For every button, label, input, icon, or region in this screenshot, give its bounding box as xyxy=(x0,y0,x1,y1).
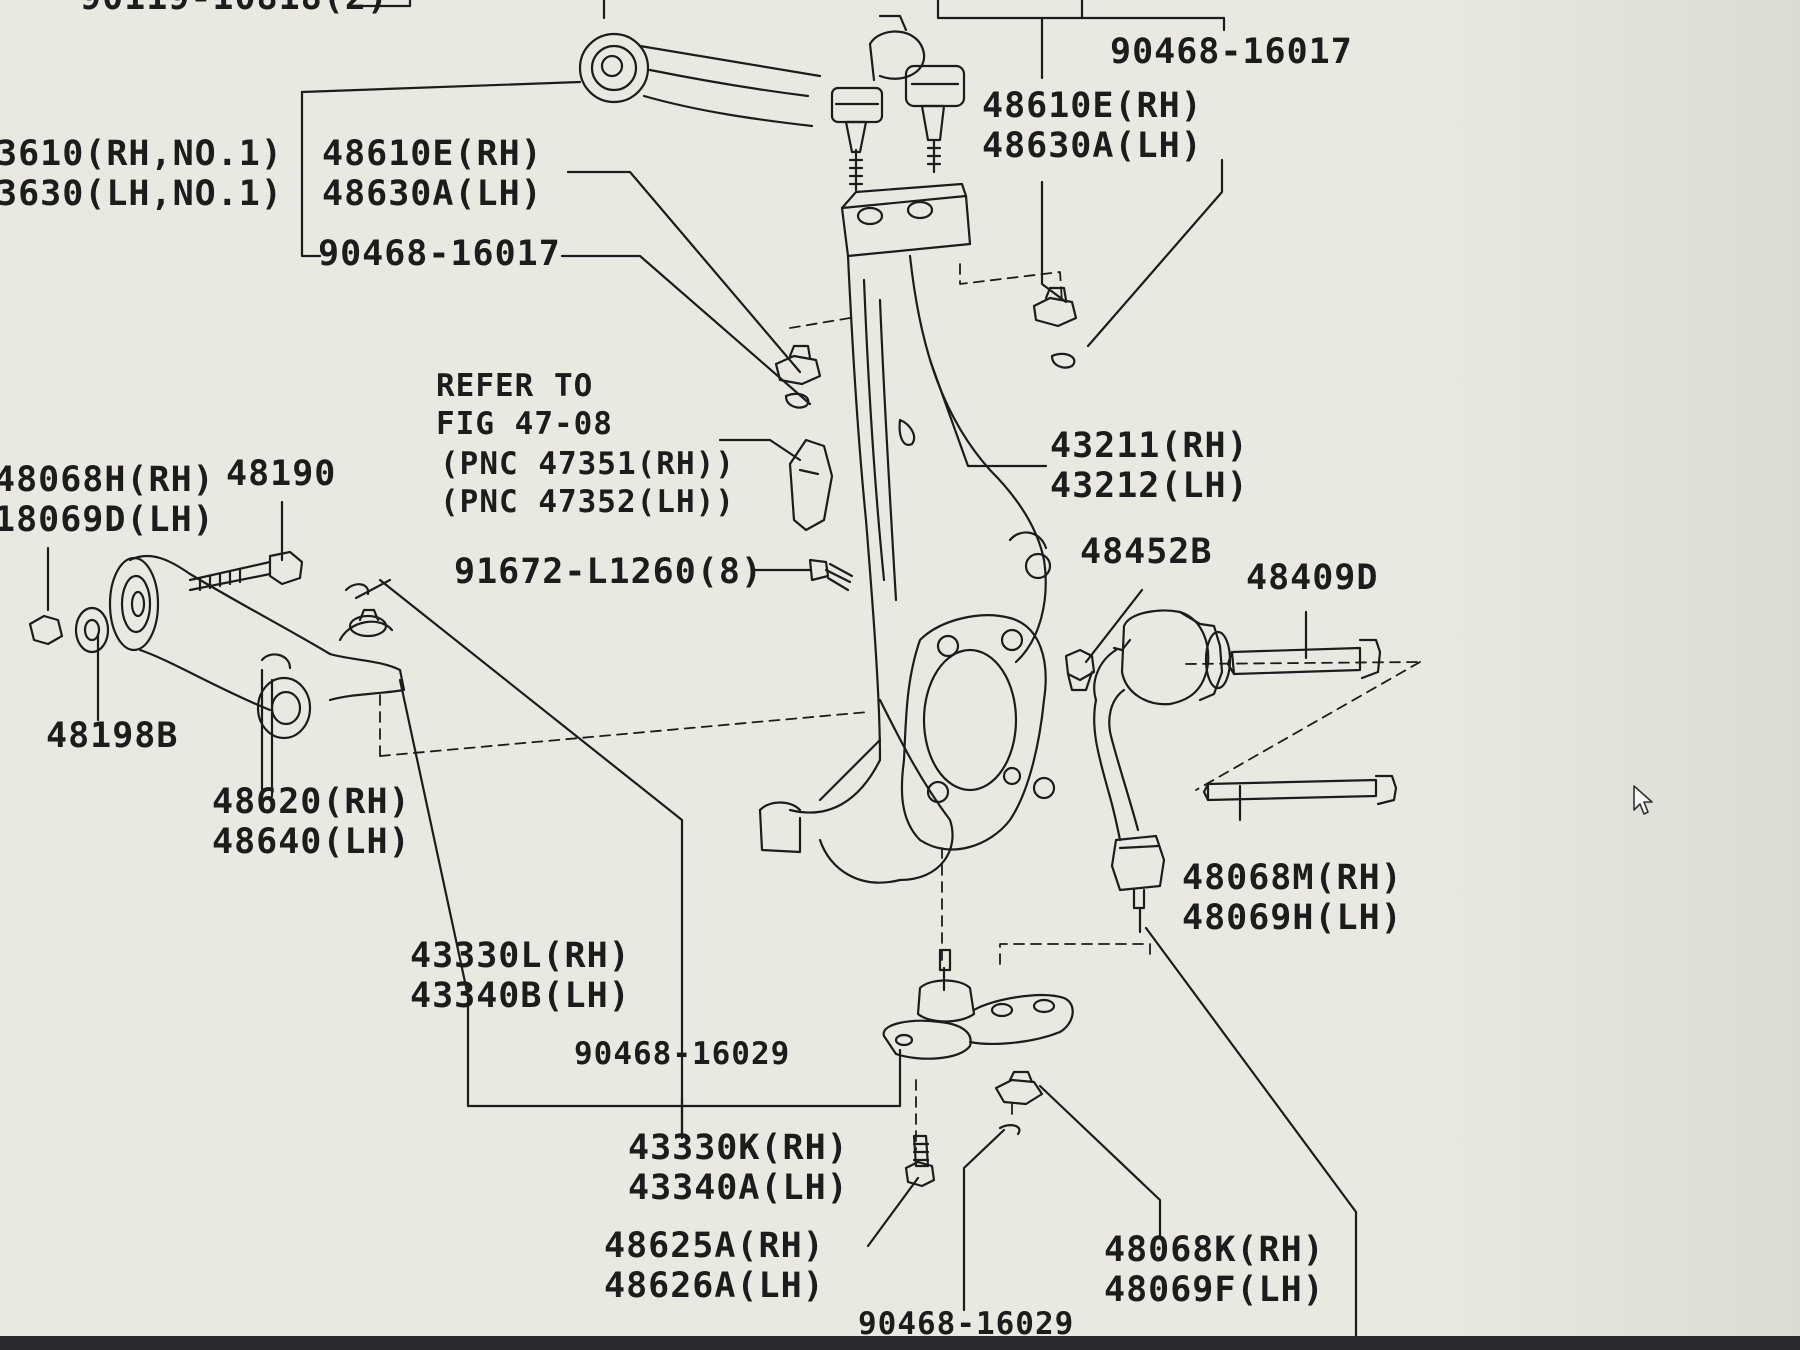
part-number-43212-lh[interactable]: 43212(LH) xyxy=(1050,466,1249,506)
part-number-90468-16017-left[interactable]: 90468-16017 xyxy=(318,234,561,274)
retaining-clip xyxy=(344,578,392,600)
part-number-48610e-rh-right[interactable]: 48610E(RH) xyxy=(982,86,1203,126)
part-number-90119-10818[interactable]: 90119-10818(2) xyxy=(80,0,389,18)
lca-bolt xyxy=(28,550,304,654)
refer-to-line-4: (PNC 47352(LH)) xyxy=(440,484,735,520)
part-number-48620-rh[interactable]: 48620(RH) xyxy=(212,782,411,822)
strut-rod xyxy=(1110,774,1398,934)
part-number-43211-rh[interactable]: 43211(RH) xyxy=(1050,426,1249,466)
part-number-48610-rh-no1[interactable]: 3610(RH,NO.1) xyxy=(0,134,283,174)
part-number-48640-lh[interactable]: 48640(LH) xyxy=(212,822,411,862)
part-number-43340b-lh[interactable]: 43340B(LH) xyxy=(410,976,631,1016)
part-number-48069f-lh[interactable]: 48069F(LH) xyxy=(1104,1270,1325,1310)
part-number-48068h-rh[interactable]: 48068H(RH) xyxy=(0,460,215,500)
part-number-48069d-lh[interactable]: 18069D(LH) xyxy=(0,500,215,540)
part-number-43330l-rh[interactable]: 43330L(RH) xyxy=(410,936,631,976)
part-number-48409d[interactable]: 48409D xyxy=(1246,558,1379,598)
part-number-48068k-rh[interactable]: 48068K(RH) xyxy=(1104,1230,1325,1270)
upper-ball-joints xyxy=(830,64,966,192)
part-number-43330k-rh[interactable]: 43330K(RH) xyxy=(628,1128,849,1168)
part-number-48069h-lh[interactable]: 48069H(LH) xyxy=(1182,898,1403,938)
part-number-48452b[interactable]: 48452B xyxy=(1080,532,1213,572)
mouse-pointer-icon xyxy=(1633,785,1653,815)
bolt-91672 xyxy=(808,558,854,592)
part-number-48630a-lh-right[interactable]: 48630A(LH) xyxy=(982,126,1203,166)
lower-bolt-48625a xyxy=(904,1134,936,1188)
lower-control-arm xyxy=(108,554,406,740)
part-number-90468-16029-mid[interactable]: 90468-16029 xyxy=(574,1036,791,1072)
part-number-48625a-rh[interactable]: 48625A(RH) xyxy=(604,1226,825,1266)
upper-nuts xyxy=(774,286,1078,409)
hub-flange xyxy=(900,614,1056,851)
lower-ball-joint-nut xyxy=(994,1070,1044,1136)
part-number-48610e-rh-left[interactable]: 48610E(RH) xyxy=(322,134,543,174)
refer-to-line-1: REFER TO xyxy=(436,368,594,404)
strut-bushing xyxy=(1064,609,1382,842)
abs-sensor-bracket xyxy=(788,438,834,532)
part-number-48190[interactable]: 48190 xyxy=(226,454,337,494)
part-number-48068m-rh[interactable]: 48068M(RH) xyxy=(1182,858,1403,898)
part-number-48630a-lh-left[interactable]: 48630A(LH) xyxy=(322,174,543,214)
part-number-43340a-lh[interactable]: 43340A(LH) xyxy=(628,1168,849,1208)
lower-ball-joint-upper xyxy=(882,948,1074,1060)
refer-to-line-3: (PNC 47351(RH)) xyxy=(440,446,735,482)
dashed-lines xyxy=(379,263,1421,1151)
monitor-bezel-edge xyxy=(0,1336,1800,1350)
part-number-48630-lh-no1[interactable]: 3630(LH,NO.1) xyxy=(0,174,283,214)
part-number-90468-16017-top[interactable]: 90468-16017 xyxy=(1110,32,1353,72)
part-number-91672-l1260[interactable]: 91672-L1260(8) xyxy=(454,552,764,592)
part-number-48626a-lh[interactable]: 48626A(LH) xyxy=(604,1266,825,1306)
upper-control-arm xyxy=(578,14,926,128)
steering-knuckle xyxy=(758,182,1052,884)
refer-to-line-2: FIG 47-08 xyxy=(436,406,613,442)
part-number-48198b[interactable]: 48198B xyxy=(46,716,179,756)
